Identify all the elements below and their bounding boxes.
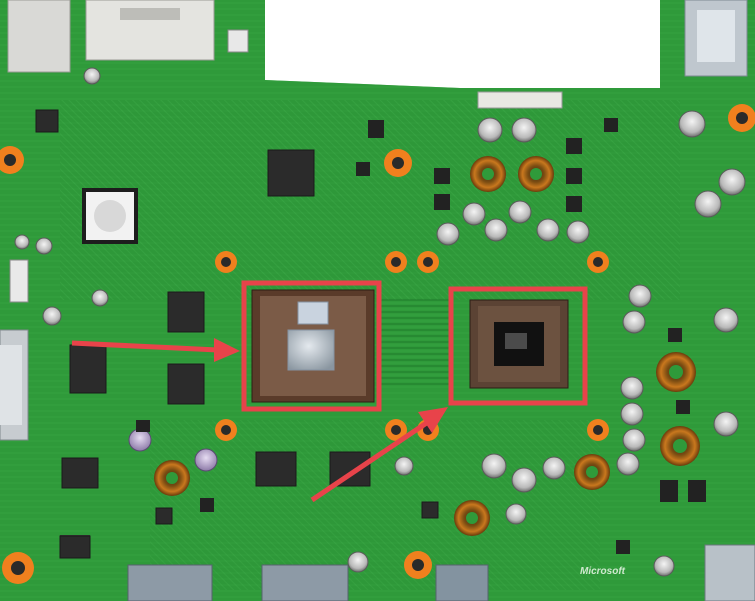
memory-chips [35,109,439,559]
bottom-connectors [60,535,755,601]
silkscreen-brand: Microsoft [580,566,626,577]
arrow-to-cpu [310,407,448,503]
arrow-to-gpu [71,338,240,362]
inductor-coils [154,156,700,536]
purple-capacitor [128,428,152,452]
cpu-chip [469,299,569,389]
mounting-holes [0,104,755,584]
smd-components [136,118,706,554]
gpu-highlight-box [241,280,382,412]
cpu-highlight-box [448,286,588,406]
capacitors [14,67,746,577]
bus-traces [380,299,450,385]
southbridge-chip [82,188,138,244]
gpu-chip [251,289,375,403]
top-connectors [7,0,748,109]
purple-capacitor [194,448,218,472]
